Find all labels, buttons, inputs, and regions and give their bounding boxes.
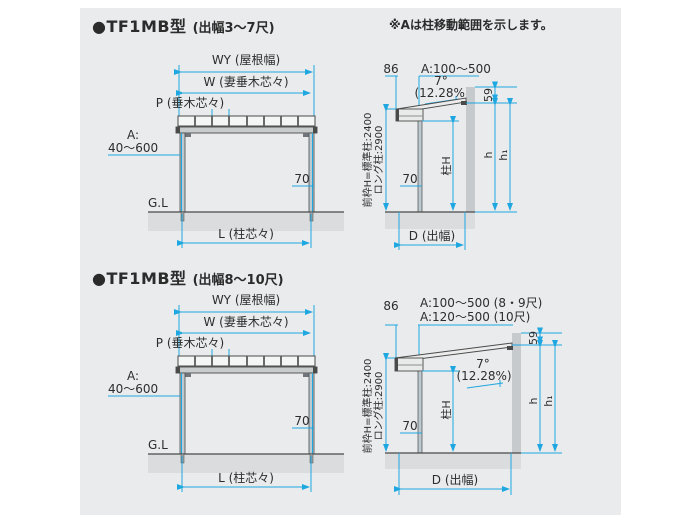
ground-label: G.L (148, 438, 168, 452)
foot-height-label-side: 70 (402, 419, 417, 433)
wall-top-offset-label: 59 (527, 331, 540, 345)
angle-label: 7° (434, 74, 448, 88)
post-side (417, 370, 423, 454)
beam-cap-right (313, 367, 317, 373)
angle-label: 7° (476, 357, 490, 371)
section-2-subtitle: (出幅8〜10尺) (192, 273, 284, 288)
post-height-label: 柱H (439, 400, 453, 419)
roof-rafters (194, 116, 299, 126)
rafter-width-label: W (妻垂木芯々) (203, 315, 288, 329)
wall-top-offset-label: 59 (482, 88, 495, 102)
roof-width-label: WY (屋根幅) (212, 52, 280, 67)
eave-offset-label: 86 (383, 299, 398, 313)
beam-bracket-right (303, 373, 309, 377)
post-range-value: 40〜600 (108, 382, 158, 396)
side-view-diagram-2: 86 A:100〜500 (8・9尺) A:120〜500 (10尺) 7° (… (361, 296, 562, 495)
ground-band-side (385, 453, 521, 469)
post-right (308, 132, 315, 213)
beam-cap-right (313, 127, 317, 133)
gradient-label: (12.28%) (456, 369, 511, 383)
section-1-title: ●TF1MB型 (92, 17, 187, 36)
front-beam-side (395, 108, 424, 122)
side-view-diagram-1: 86 A:100〜500 7° (12.28%) 70 柱H (361, 62, 517, 250)
wall-bracket (461, 101, 467, 105)
foot-height-label-side: 70 (402, 172, 417, 186)
gutter-cap (395, 358, 398, 371)
ground-label: G.L (148, 196, 168, 210)
beam-bracket-right (303, 133, 309, 137)
section-1-subtitle: (出幅3〜7尺) (192, 21, 275, 36)
post-range-value: 40〜600 (108, 141, 158, 155)
wall (466, 87, 475, 212)
front-view-diagram-2: WY (屋根幅) W (妻垂木芯々) P (垂木芯々) A: 40〜600 G.… (108, 292, 344, 492)
post-range-prefix: A: (127, 128, 139, 142)
post-range-prefix: A: (127, 369, 139, 383)
height-h-label: h (527, 397, 540, 404)
post-span-label: L (柱芯々) (218, 226, 274, 241)
front-height-label-2: ロング柱:2900 (372, 372, 385, 441)
eave-offset-label: 86 (383, 62, 398, 76)
depth-label: D (出幅) (409, 228, 455, 243)
post-move-range-89-label: A:100〜500 (8・9尺) (420, 296, 542, 310)
rafter-width-label: W (妻垂木芯々) (203, 75, 288, 89)
section-2-title: ●TF1MB型 (92, 269, 187, 288)
post-move-range-10-label: A:120〜500 (10尺) (420, 310, 530, 324)
front-beam (175, 366, 318, 374)
roof-rafters (194, 356, 299, 366)
post-span-label: L (柱芯々) (218, 470, 274, 485)
beam-bracket-left (185, 133, 191, 137)
front-height-label-1: 前枠H=標準柱:2400 (361, 113, 374, 208)
ground-band (148, 454, 344, 473)
ground-band (148, 212, 344, 231)
depth-label: D (出幅) (432, 472, 478, 487)
height-h1-label: h₁ (497, 149, 510, 160)
section-2-header: ●TF1MB型 (出幅8〜10尺) (92, 265, 284, 289)
front-view-diagram-1: WY (屋根幅) W (妻垂木芯々) P (垂木芯々) A: 40〜600 (108, 52, 344, 248)
note-text: ※Aは柱移動範囲を示します。 (389, 18, 553, 32)
gradient-label: (12.28%) (414, 86, 469, 100)
wall (512, 333, 521, 453)
post-left (179, 132, 186, 213)
height-h1-label: h₁ (542, 395, 555, 406)
section-1-header: ●TF1MB型 (出幅3〜7尺) (92, 13, 275, 37)
foot-height-label: 70 (294, 414, 309, 428)
wall-bracket (507, 346, 513, 350)
front-height-label-2: ロング柱:2900 (372, 126, 385, 195)
post-side (417, 120, 423, 213)
beam-bracket-left (185, 373, 191, 377)
gutter-cap (396, 109, 399, 121)
post-height-label: 柱H (439, 156, 453, 175)
post-left (179, 372, 186, 455)
pitch-label: P (垂木芯々) (156, 336, 224, 350)
roof-width-label: WY (屋根幅) (212, 292, 280, 307)
front-beam (175, 126, 318, 134)
front-height-label-1: 前枠H=標準柱:2400 (361, 359, 374, 454)
post-right (308, 372, 315, 455)
diagram-panel (80, 8, 621, 515)
pitch-label: P (垂木芯々) (156, 96, 224, 110)
beam-cap-left (176, 127, 180, 133)
post-move-range-label: A:100〜500 (421, 62, 491, 76)
foot-height-label: 70 (294, 172, 309, 186)
height-h-label: h (482, 151, 495, 158)
beam-cap-left (176, 367, 180, 373)
ground-band-side (385, 212, 475, 229)
